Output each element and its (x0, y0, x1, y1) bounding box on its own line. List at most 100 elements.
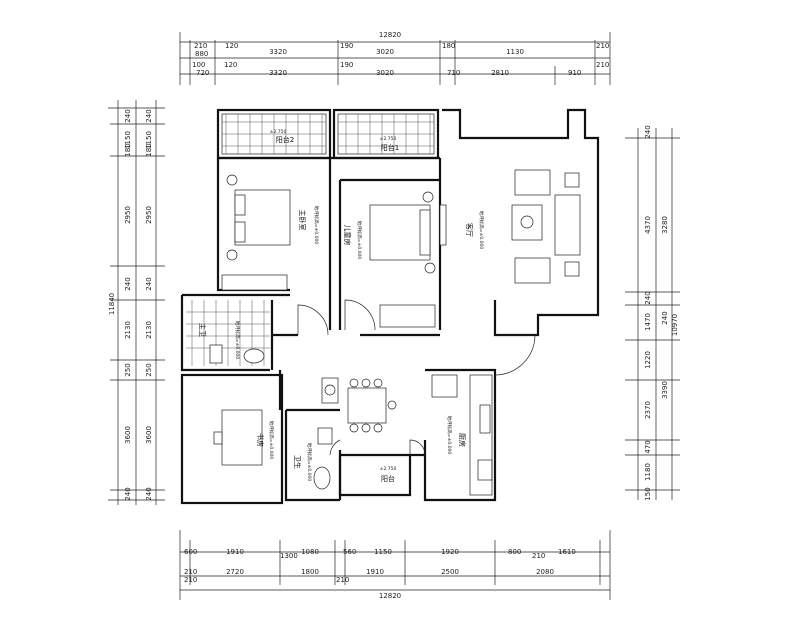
left-dim: 1150 (145, 131, 153, 149)
furniture (209, 169, 581, 496)
top-dim: 210 (596, 42, 609, 50)
balcony2-label: 阳台2 (276, 135, 294, 144)
top-dim: 3320 (269, 69, 287, 77)
master-bath-label: 主卫 (198, 323, 207, 337)
left-dim: 2950 (124, 206, 132, 224)
floor-note: 地坪标高=±0.000 (268, 421, 275, 460)
top-dim: 190 (340, 42, 353, 50)
right-outer-dims: 240 4370 240 1470 1220 2370 470 1180 150 (644, 125, 652, 500)
top-total-dim: 12820 (379, 31, 401, 39)
bottom-dim: 2080 (536, 568, 554, 576)
right-dim: 3280 (661, 216, 669, 234)
right-dim: 240 (644, 291, 652, 304)
top-dim: 720 (196, 69, 209, 77)
left-dim: 240 (124, 109, 132, 122)
top-dim: 3020 (376, 69, 394, 77)
floor-note: 地坪标高=±0.000 (306, 443, 313, 482)
right-dim: 3390 (661, 381, 669, 399)
left-total-dim: 11840 (108, 293, 116, 315)
top-dim: 710 (447, 69, 460, 77)
right-dim: 240 (661, 311, 669, 324)
bottom-dim: 2720 (226, 568, 244, 576)
service-balcony-label: 阳台 (381, 474, 395, 483)
top-dimensions: 12820 210 880 120 3320 190 3020 180 1130… (179, 31, 611, 85)
left-dim: 240 (145, 109, 153, 122)
bottom-dim: 2500 (441, 568, 459, 576)
bottom-dim: 1910 (366, 568, 384, 576)
bottom-total-dim: 12820 (379, 592, 401, 600)
balcony1-level: ±2.750 (380, 136, 397, 142)
balcony-tiles (186, 114, 434, 366)
bottom-dim: 1800 (301, 568, 319, 576)
service-balcony-level: ±2.750 (380, 466, 397, 472)
floor-note: 地坪标高=±0.000 (478, 211, 485, 250)
left-dim: 2130 (145, 321, 153, 339)
left-dim: 180 (124, 143, 132, 156)
top-dim: 880 (195, 50, 208, 58)
top-dim: 210 (596, 61, 609, 69)
top-dim: 3320 (269, 48, 287, 56)
left-dim: 3600 (124, 426, 132, 444)
right-dim: 150 (644, 487, 652, 500)
right-total-dim: 10970 (671, 314, 679, 336)
left-dim: 250 (145, 363, 153, 376)
top-dim: 3020 (376, 48, 394, 56)
bottom-dim: 1920 (441, 548, 459, 556)
bottom-dim: 210 (532, 552, 545, 560)
bottom-dim: 1080 (301, 548, 319, 556)
bottom-dim: 1610 (558, 548, 576, 556)
bottom-dim: 600 (184, 548, 197, 556)
left-outer-dims: 240 1150 180 2950 240 2130 250 3600 240 (124, 109, 132, 500)
left-dim: 240 (145, 487, 153, 500)
right-dim: 470 (644, 440, 652, 453)
bottom-dim: 800 (508, 548, 521, 556)
bottom-dim: 210 (336, 576, 349, 584)
top-dim: 910 (568, 69, 581, 77)
room-labels: ±2.750 阳台2 ±2.750 阳台1 主卧室 地坪标高=±0.000 儿童… (198, 129, 485, 483)
top-dim: 120 (225, 42, 238, 50)
floor-note: 地坪标高=±0.000 (234, 321, 241, 360)
top-dim: 2810 (491, 69, 509, 77)
kids-room-label: 儿童房 (343, 225, 352, 246)
right-dim: 2370 (644, 401, 652, 419)
bottom-dim: 560 (343, 548, 356, 556)
bottom-dim: 1150 (374, 548, 392, 556)
doors (297, 299, 536, 456)
balcony2-level: ±2.750 (270, 129, 287, 135)
top-dim: 1130 (506, 48, 524, 56)
right-dim: 1180 (644, 463, 652, 481)
bottom-dim: 210 (184, 568, 197, 576)
master-bedroom-label: 主卧室 (298, 210, 307, 231)
right-dim: 1470 (644, 313, 652, 331)
left-dim: 2130 (124, 321, 132, 339)
floor-note: 地坪标高=±0.000 (313, 206, 320, 245)
right-dim: 1220 (644, 351, 652, 369)
guest-bath-label: 卫生 (293, 455, 302, 469)
top-dim: 190 (340, 61, 353, 69)
kitchen-label: 厨房 (458, 433, 467, 447)
top-dim: 210 (194, 42, 207, 50)
left-dim: 180 (145, 143, 153, 156)
left-dimensions: 240 1150 180 2950 240 2130 250 3600 240 … (108, 100, 165, 505)
left-dim: 2950 (145, 206, 153, 224)
left-dim: 250 (124, 363, 132, 376)
study-label: 书房 (256, 433, 265, 447)
living-room-label: 客厅 (465, 223, 474, 237)
right-dimensions: 240 4370 240 1470 1220 2370 470 1180 150… (625, 125, 680, 501)
floor-note: 地坪标高=±0.000 (356, 221, 363, 260)
top-dim: 180 (442, 42, 455, 50)
left-dim: 240 (124, 277, 132, 290)
left-inner-dims: 240 1150 180 2950 240 2130 250 3600 240 (145, 109, 153, 500)
bottom-dim: 1910 (226, 548, 244, 556)
left-dim: 1150 (124, 131, 132, 149)
top-dim: 100 (192, 61, 205, 69)
bottom-dim: 210 (184, 576, 197, 584)
bottom-dim: 1300 (280, 552, 298, 560)
left-dim: 240 (124, 487, 132, 500)
top-dim: 120 (224, 61, 237, 69)
left-dim: 240 (145, 277, 153, 290)
left-dim: 3600 (145, 426, 153, 444)
right-inner-dims: 3280 240 3390 (661, 216, 669, 399)
floor-note: 地坪标高=±0.000 (446, 416, 453, 455)
